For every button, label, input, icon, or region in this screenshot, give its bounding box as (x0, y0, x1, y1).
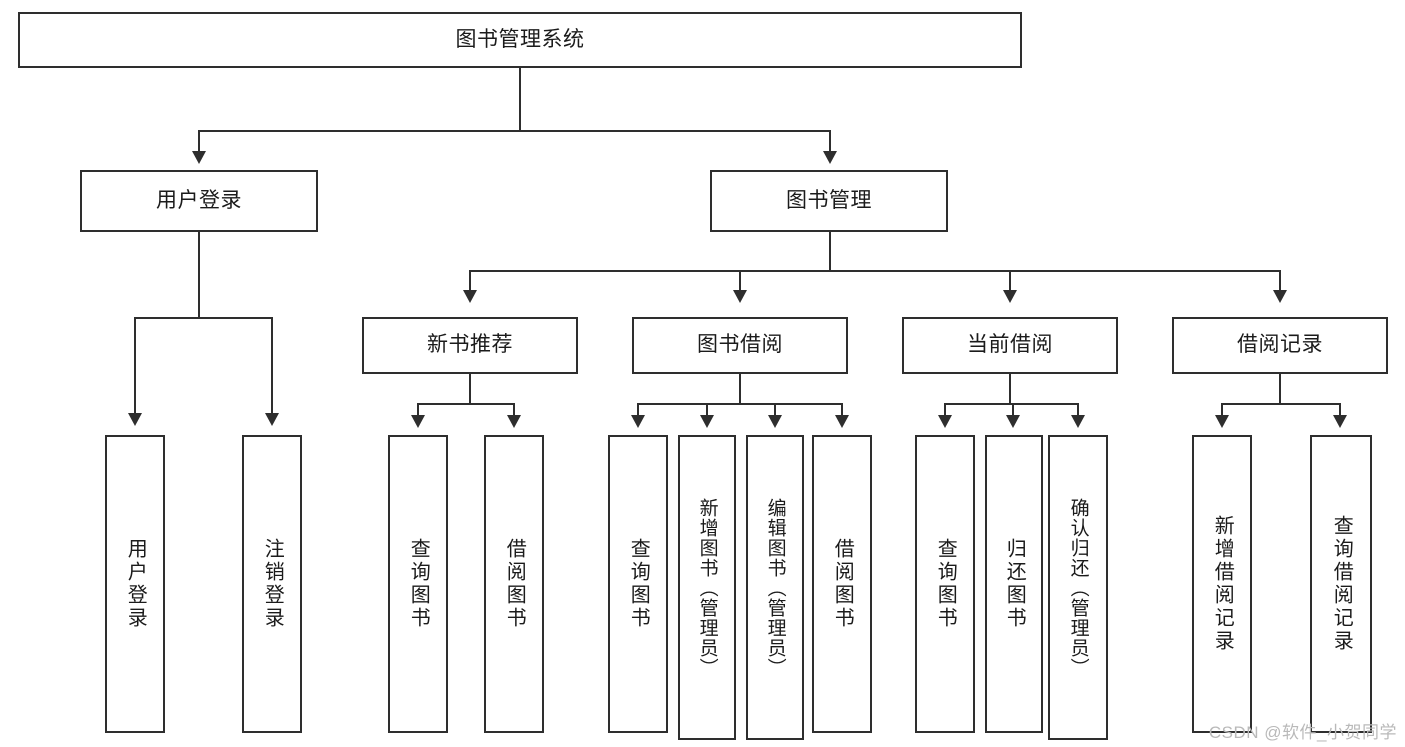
edge-user-login-bus (134, 317, 271, 319)
node-book-borrow[interactable]: 图书借阅 (632, 317, 848, 374)
leaf-borrow-record-add[interactable]: 新增借阅记录 (1192, 435, 1252, 733)
edge-book-manage-to-book-borrow (739, 270, 741, 292)
arrowhead-new-book-to-leaf-1 (411, 415, 425, 428)
leaf-current-borrow-return[interactable]: 归还图书 (985, 435, 1043, 733)
edge-borrow-record-to-leaf-2 (1339, 403, 1341, 417)
node-label: 当前借阅 (967, 333, 1053, 357)
node-label: 新增图书（管理员） (696, 497, 718, 678)
arrowhead-book-borrow-to-leaf-4 (835, 415, 849, 428)
edge-book-manage-stem (829, 232, 831, 270)
edge-current-borrow-stem (1009, 374, 1011, 403)
edge-root-bus (198, 130, 831, 132)
node-label: 归还图书 (1003, 538, 1026, 630)
node-label: 查询图书 (407, 538, 430, 630)
arrowhead-borrow-record-to-leaf-2 (1333, 415, 1347, 428)
node-user-login[interactable]: 用户登录 (80, 170, 318, 232)
arrowhead-root-to-user-login (192, 151, 206, 164)
edge-book-borrow-to-leaf-1 (637, 403, 639, 417)
arrowhead-book-borrow-to-leaf-2 (700, 415, 714, 428)
edge-book-manage-to-borrow-record (1279, 270, 1281, 292)
node-label: 查询图书 (627, 538, 650, 630)
edge-book-borrow-to-leaf-2 (706, 403, 708, 417)
edge-book-borrow-stem (739, 374, 741, 403)
node-label: 借阅记录 (1237, 333, 1323, 357)
edge-root-to-book-manage (829, 130, 831, 153)
node-book-management[interactable]: 图书管理 (710, 170, 948, 232)
arrowhead-current-borrow-to-leaf-2 (1006, 415, 1020, 428)
leaf-current-borrow-query[interactable]: 查询图书 (915, 435, 975, 733)
edge-new-book-stem (469, 374, 471, 403)
edge-current-borrow-to-leaf-3 (1077, 403, 1079, 417)
edge-book-manage-bus (469, 270, 1281, 272)
arrowhead-current-borrow-to-leaf-1 (938, 415, 952, 428)
edge-borrow-record-bus (1221, 403, 1341, 405)
arrowhead-new-book-to-leaf-2 (507, 415, 521, 428)
node-label: 新书推荐 (427, 333, 513, 357)
leaf-book-borrow-edit-admin[interactable]: 编辑图书（管理员） (746, 435, 804, 740)
node-current-borrow[interactable]: 当前借阅 (902, 317, 1118, 374)
node-new-book-recommend[interactable]: 新书推荐 (362, 317, 578, 374)
arrowhead-book-manage-to-book-borrow (733, 290, 747, 303)
node-label: 编辑图书（管理员） (764, 497, 786, 678)
node-label: 确认归还（管理员） (1067, 497, 1089, 678)
leaf-user-login-login[interactable]: 用户登录 (105, 435, 165, 733)
node-label: 注销登录 (261, 538, 284, 630)
edge-new-book-to-leaf-1 (417, 403, 419, 417)
node-label: 图书借阅 (697, 333, 783, 357)
node-label: 借阅图书 (831, 538, 854, 630)
leaf-borrow-record-query[interactable]: 查询借阅记录 (1310, 435, 1372, 733)
edge-book-manage-to-new-book (469, 270, 471, 292)
node-label: 查询借阅记录 (1330, 515, 1353, 653)
leaf-book-borrow-borrow[interactable]: 借阅图书 (812, 435, 872, 733)
edge-root-stem (519, 68, 521, 130)
node-label: 用户登录 (124, 538, 147, 630)
arrowhead-book-manage-to-borrow-record (1273, 290, 1287, 303)
node-root-system[interactable]: 图书管理系统 (18, 12, 1022, 68)
edge-current-borrow-to-leaf-1 (944, 403, 946, 417)
edge-user-login-to-leaf-1 (134, 317, 136, 415)
edge-new-book-bus (417, 403, 515, 405)
node-label: 图书管理 (786, 188, 872, 212)
leaf-user-login-logout[interactable]: 注销登录 (242, 435, 302, 733)
arrowhead-root-to-book-manage (823, 151, 837, 164)
leaf-current-borrow-confirm-admin[interactable]: 确认归还（管理员） (1048, 435, 1108, 740)
leaf-book-borrow-query[interactable]: 查询图书 (608, 435, 668, 733)
arrowhead-user-login-to-leaf-2 (265, 413, 279, 426)
edge-borrow-record-stem (1279, 374, 1281, 403)
arrowhead-current-borrow-to-leaf-3 (1071, 415, 1085, 428)
edge-book-borrow-bus (637, 403, 843, 405)
node-label: 新增借阅记录 (1211, 515, 1234, 653)
edge-user-login-stem (198, 232, 200, 317)
edge-borrow-record-to-leaf-1 (1221, 403, 1223, 417)
edge-book-borrow-to-leaf-3 (774, 403, 776, 417)
edge-root-to-user-login (198, 130, 200, 153)
node-borrow-record[interactable]: 借阅记录 (1172, 317, 1388, 374)
edge-current-borrow-bus (944, 403, 1079, 405)
node-label: 查询图书 (934, 538, 957, 630)
node-label: 图书管理系统 (455, 27, 585, 51)
arrowhead-book-borrow-to-leaf-1 (631, 415, 645, 428)
arrowhead-book-manage-to-new-book (463, 290, 477, 303)
arrowhead-user-login-to-leaf-1 (128, 413, 142, 426)
leaf-new-book-borrow[interactable]: 借阅图书 (484, 435, 544, 733)
edge-new-book-to-leaf-2 (513, 403, 515, 417)
arrowhead-book-manage-to-current-borrow (1003, 290, 1017, 303)
arrowhead-book-borrow-to-leaf-3 (768, 415, 782, 428)
arrowhead-borrow-record-to-leaf-1 (1215, 415, 1229, 428)
leaf-book-borrow-add-admin[interactable]: 新增图书（管理员） (678, 435, 736, 740)
node-label: 借阅图书 (503, 538, 526, 630)
edge-user-login-to-leaf-2 (271, 317, 273, 415)
edge-book-manage-to-current-borrow (1009, 270, 1011, 292)
edge-current-borrow-to-leaf-2 (1012, 403, 1014, 417)
edge-book-borrow-to-leaf-4 (841, 403, 843, 417)
node-label: 用户登录 (156, 188, 242, 212)
leaf-new-book-query[interactable]: 查询图书 (388, 435, 448, 733)
